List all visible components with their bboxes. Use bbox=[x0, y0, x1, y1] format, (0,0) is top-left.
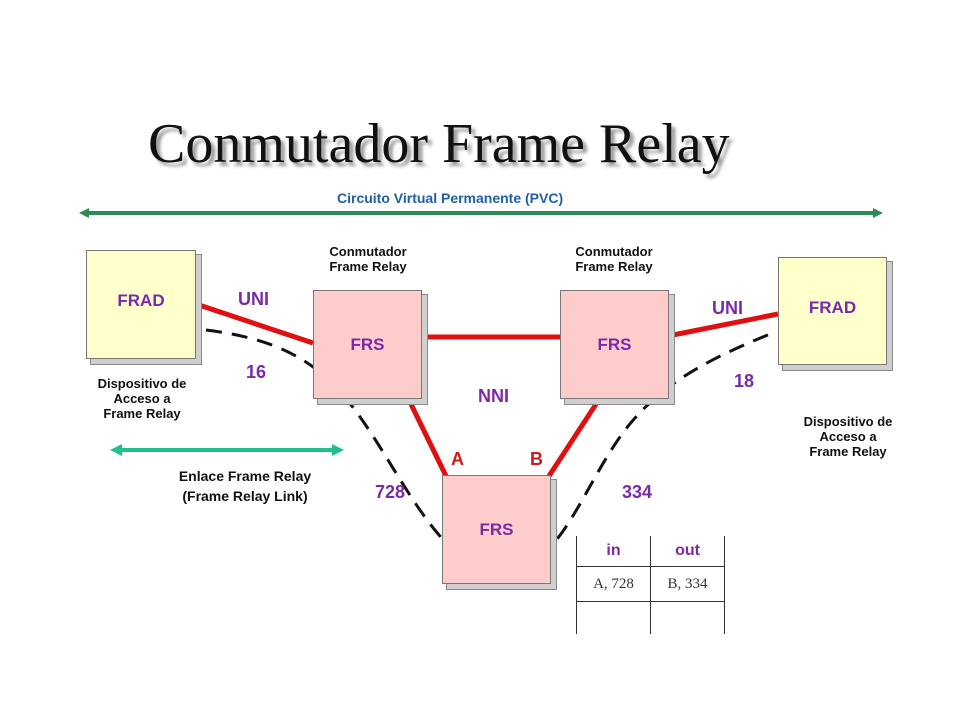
frad-right: FRAD bbox=[778, 257, 887, 365]
frs-bottom: FRS bbox=[442, 475, 551, 584]
frs-right-label: FRS bbox=[597, 334, 632, 354]
link-b bbox=[546, 396, 603, 478]
nni-label: NNI bbox=[478, 386, 509, 406]
switch-label-right-line1: Conmutador bbox=[575, 244, 653, 259]
access-device-left: Dispositivo de Acceso a Frame Relay bbox=[72, 376, 212, 421]
table-header-row: in out bbox=[576, 536, 725, 567]
table-header-out: out bbox=[650, 536, 725, 567]
table-header-in: in bbox=[576, 536, 651, 567]
port-b-label: B bbox=[530, 449, 543, 469]
uni-right-link bbox=[667, 311, 779, 339]
access-device-left-line3: Frame Relay bbox=[103, 406, 181, 421]
table-row bbox=[576, 601, 725, 634]
link-a bbox=[405, 396, 449, 478]
frs-bottom-label: FRS bbox=[479, 519, 514, 539]
frad-right-label: FRAD bbox=[808, 298, 857, 317]
dlci-right: 18 bbox=[734, 371, 755, 391]
switch-label-left-line2: Frame Relay bbox=[329, 259, 407, 274]
access-device-left-line2: Acceso a bbox=[113, 391, 171, 406]
frad-left: FRAD bbox=[86, 250, 196, 359]
dlci-bottom-right: 334 bbox=[622, 482, 653, 502]
access-device-left-line1: Dispositivo de bbox=[97, 376, 187, 391]
port-a-label: A bbox=[451, 449, 464, 469]
table-cell: A, 728 bbox=[576, 566, 651, 602]
frame-relay-link-label: Enlace Frame Relay (Frame Relay Link) bbox=[140, 466, 350, 506]
uni-left-link bbox=[195, 301, 314, 346]
frs-left-label: FRS bbox=[350, 334, 385, 354]
table-row: A, 728 B, 334 bbox=[576, 566, 725, 602]
uni-left-label: UNI bbox=[238, 289, 269, 309]
access-device-right: Dispositivo de Acceso a Frame Relay bbox=[776, 414, 920, 459]
table-cell bbox=[650, 601, 725, 634]
frs-left: FRS bbox=[313, 290, 422, 399]
access-device-right-line3: Frame Relay bbox=[809, 444, 887, 459]
switch-label-right: Conmutador Frame Relay bbox=[559, 244, 669, 274]
frs-right: FRS bbox=[560, 290, 669, 399]
page-title: Conmutador Frame Relay bbox=[148, 113, 730, 175]
access-device-right-line1: Dispositivo de bbox=[803, 414, 893, 429]
uni-right-label: UNI bbox=[712, 298, 743, 318]
frad-left-label: FRAD bbox=[117, 291, 165, 310]
switch-label-left-line1: Conmutador bbox=[329, 244, 407, 259]
pvc-label: Circuito Virtual Permanente (PVC) bbox=[337, 190, 564, 206]
frame-relay-link-line1: Enlace Frame Relay bbox=[178, 468, 312, 484]
switch-label-left: Conmutador Frame Relay bbox=[318, 244, 418, 274]
switch-label-right-line2: Frame Relay bbox=[575, 259, 653, 274]
dlci-left: 16 bbox=[246, 362, 267, 382]
frame-relay-link-line2: (Frame Relay Link) bbox=[182, 488, 308, 504]
access-device-right-line2: Acceso a bbox=[819, 429, 877, 444]
table-cell bbox=[576, 601, 651, 634]
table-cell: B, 334 bbox=[650, 566, 725, 602]
switching-table: in out A, 728 B, 334 bbox=[576, 536, 725, 634]
dlci-bottom-left: 728 bbox=[375, 482, 406, 502]
